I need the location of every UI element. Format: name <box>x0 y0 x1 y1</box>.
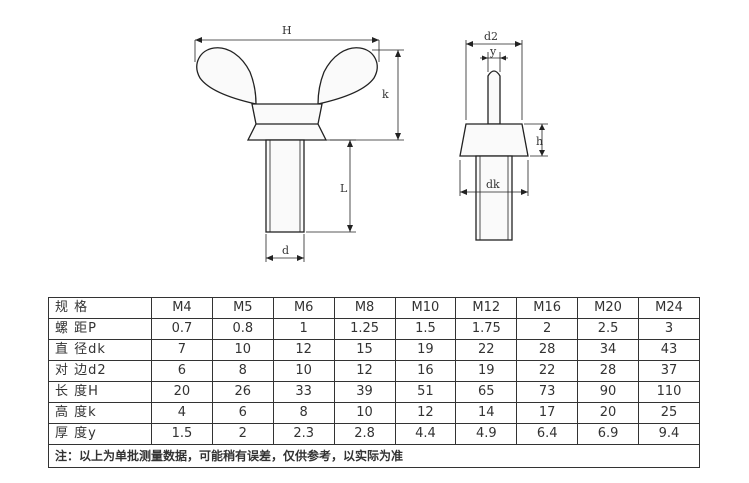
table-cell: 1.75 <box>455 318 518 340</box>
wing-screw-drawing: H k L d d2 y h dk <box>194 24 548 262</box>
dim-label-k: k <box>382 88 389 101</box>
table-cell: 26 <box>211 381 274 403</box>
row-label: 对 边d2 <box>48 360 152 382</box>
table-note: 注：以上为单批测量数据，可能稍有误差，仅供参考，以实际为准 <box>48 444 700 468</box>
dim-label-H: H <box>282 24 292 37</box>
table-cell: 1.25 <box>333 318 396 340</box>
table-cell: 1.5 <box>151 423 213 445</box>
hub <box>246 103 328 141</box>
table-cell: M16 <box>516 297 579 319</box>
table-cell: 10 <box>211 339 274 361</box>
table-cell: 6.4 <box>516 423 579 445</box>
table-cell: 12 <box>394 402 457 424</box>
row-label: 螺 距P <box>48 318 152 340</box>
table-cell: M4 <box>151 297 213 319</box>
table-cell: 0.7 <box>151 318 213 340</box>
dim-label-h: h <box>536 135 543 148</box>
table-cell: 37 <box>638 360 700 382</box>
table-cell: 8 <box>211 360 274 382</box>
front-view <box>194 37 404 262</box>
table-cell: 10 <box>272 360 335 382</box>
table-note-row: 注：以上为单批测量数据，可能稍有误差，仅供参考，以实际为准 <box>48 444 700 468</box>
row-label: 直 径dk <box>48 339 152 361</box>
table-cell: 4.9 <box>455 423 518 445</box>
dim-label-d2: d2 <box>484 30 498 43</box>
table-cell: 2.8 <box>333 423 396 445</box>
wing-edge <box>487 70 501 125</box>
table-cell: 39 <box>333 381 396 403</box>
table-cell: 25 <box>638 402 700 424</box>
table-cell: 22 <box>516 360 579 382</box>
row-label: 厚 度y <box>48 423 152 445</box>
table-cell: 12 <box>333 360 396 382</box>
row-label: 规 格 <box>48 297 152 319</box>
shank <box>265 139 305 233</box>
table-cell: 90 <box>577 381 639 403</box>
table-cell: M10 <box>394 297 457 319</box>
table-cell: 2 <box>211 423 274 445</box>
shank-side <box>475 155 513 241</box>
table-cell: 19 <box>455 360 518 382</box>
table-cell: M6 <box>272 297 335 319</box>
dim-label-d: d <box>282 244 289 257</box>
table-cell: 65 <box>455 381 518 403</box>
dim-label-y: y <box>489 45 497 58</box>
hub-side <box>459 123 529 157</box>
table-cell: 28 <box>516 339 579 361</box>
table-cell: 3 <box>638 318 700 340</box>
table-cell: 22 <box>455 339 518 361</box>
table-cell: 12 <box>272 339 335 361</box>
dim-label-dk: dk <box>486 178 500 191</box>
table-cell: 1.5 <box>394 318 457 340</box>
right-wing <box>317 47 378 105</box>
table-cell: 0.8 <box>211 318 274 340</box>
table-cell: 6 <box>211 402 274 424</box>
table-cell: 110 <box>638 381 700 403</box>
table-cell: M12 <box>455 297 518 319</box>
table-cell: 14 <box>455 402 518 424</box>
table-cell: 51 <box>394 381 457 403</box>
table-cell: 20 <box>577 402 639 424</box>
table-cell: 34 <box>577 339 639 361</box>
table-cell: 6.9 <box>577 423 639 445</box>
dim-label-L: L <box>340 182 348 195</box>
table-cell: 17 <box>516 402 579 424</box>
table-cell: 15 <box>333 339 396 361</box>
table-cell: 73 <box>516 381 579 403</box>
table-cell: 43 <box>638 339 700 361</box>
table-cell: 4 <box>151 402 213 424</box>
table-cell: 9.4 <box>638 423 700 445</box>
table-cell: M5 <box>211 297 274 319</box>
table-cell: M24 <box>638 297 700 319</box>
table-cell: 10 <box>333 402 396 424</box>
table-cell: 16 <box>394 360 457 382</box>
table-cell: 2.5 <box>577 318 639 340</box>
table-cell: 8 <box>272 402 335 424</box>
left-wing <box>196 47 257 105</box>
table-cell: 19 <box>394 339 457 361</box>
table-cell: 2 <box>516 318 579 340</box>
table-cell: M20 <box>577 297 639 319</box>
table-cell: 7 <box>151 339 213 361</box>
table-cell: 2.3 <box>272 423 335 445</box>
table-cell: 4.4 <box>394 423 457 445</box>
row-label: 长 度H <box>48 381 152 403</box>
side-view <box>459 40 548 241</box>
table-cell: 20 <box>151 381 213 403</box>
table-cell: 33 <box>272 381 335 403</box>
table-cell: M8 <box>333 297 396 319</box>
table-cell: 28 <box>577 360 639 382</box>
row-label: 高 度k <box>48 402 152 424</box>
table-cell: 6 <box>151 360 213 382</box>
table-cell: 1 <box>272 318 335 340</box>
